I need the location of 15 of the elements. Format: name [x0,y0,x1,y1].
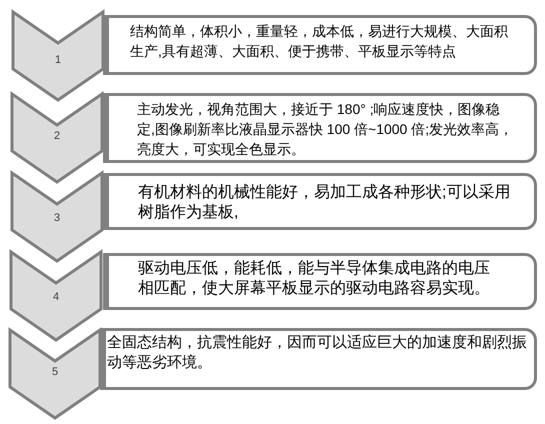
step-number: 4 [52,291,60,304]
description-panel [103,93,537,163]
description-text: 结构简单，体积小，重量轻，成本低，易进行大规模、大面积生产,具有超薄、大面积、便于携带、平板显示等特点 [130,22,509,61]
description-text: 全固态结构，抗震性能好，因而可以适应巨大的加速度和剧烈振动等恶劣环境。 [107,333,528,373]
step-number: 1 [54,54,62,67]
description-panel [103,173,537,230]
step-number: 5 [52,366,58,379]
description-panel [103,15,537,75]
description-panel [100,328,537,390]
step-number: 3 [54,212,60,225]
description-panel [103,253,537,310]
description-text: 有机材料的机械性能好，易加工成各种形状;可以采用树脂作为基板, [138,183,512,223]
description-text: 驱动电压低，能耗低，能与半导体集成电路的电压相匹配，使大屏幕平板显示的驱动电路容易实现。 [138,259,491,299]
step-number: 2 [54,130,60,143]
description-text: 主动发光，视角范围大，接近于 180° ;响应速度快，图像稳定,图像刷新率比液晶显示器快 100 倍~1000 倍;发光效率高，亮度大，可实现全色显示。 [137,100,514,159]
